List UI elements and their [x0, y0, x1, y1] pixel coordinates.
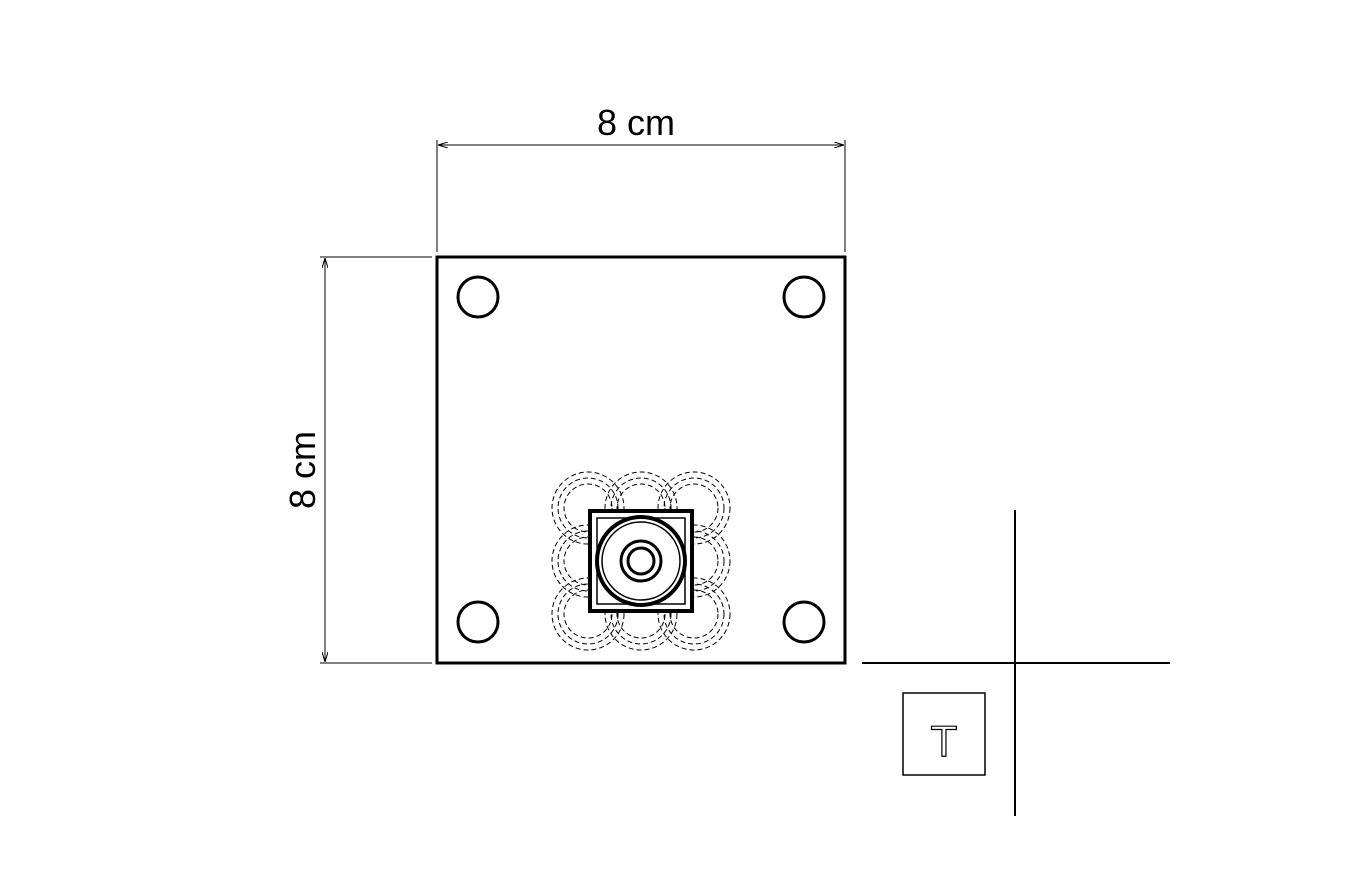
hidden-loop [663, 530, 725, 592]
hidden-loop [557, 583, 619, 645]
width-label: 8 cm [597, 102, 675, 143]
mounting-holes [456, 275, 826, 644]
hidden-loop [610, 477, 672, 539]
hidden-loop [616, 483, 666, 533]
height-dimension: 8 cm [282, 256, 432, 664]
view-indicator: T [902, 692, 986, 776]
hidden-loop [663, 583, 725, 645]
view-axes [862, 510, 1170, 816]
mounting-hole [456, 600, 500, 644]
width-dimension: 8 cm [436, 102, 846, 252]
connector [588, 509, 694, 613]
view-label: T [931, 717, 958, 766]
hidden-loop [557, 477, 619, 539]
hidden-loop [610, 583, 672, 645]
mounting-hole [782, 275, 826, 319]
hidden-loop [563, 483, 613, 533]
mounting-hole [456, 275, 500, 319]
hidden-loop [669, 483, 719, 533]
base-plate [435, 255, 847, 665]
height-label: 8 cm [282, 431, 323, 509]
hidden-loop [663, 477, 725, 539]
mounting-hole [782, 600, 826, 644]
